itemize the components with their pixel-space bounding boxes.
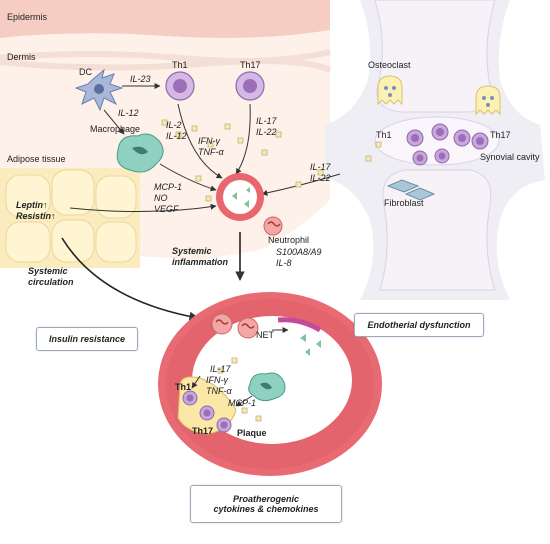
arrow-macrophage-vessel: [159, 163, 217, 192]
dendritic-cell: [74, 68, 124, 112]
dermis-fiber-lines: [0, 49, 332, 73]
il2-label: IL-2: [166, 120, 182, 130]
artery-neutrophils: [211, 313, 259, 339]
proatherogenic-box: Proatherogenic cytokines & chemokines: [190, 485, 342, 523]
leptin-label: Leptin↑: [16, 200, 48, 210]
il12-th1-label: IL-12: [166, 131, 187, 141]
artery-macrophage: [248, 372, 286, 402]
arrow-skin-vessel: [177, 103, 223, 179]
arrow-cytokine-plaque: [191, 375, 201, 389]
small-vessel: [216, 173, 264, 221]
cytokine-dots: [161, 119, 382, 422]
th17-skin-label: Th17: [240, 60, 261, 70]
arrow-th17-vessel: [235, 103, 251, 175]
plaque-label: Plaque: [237, 428, 267, 438]
il17-label: IL-17: [256, 116, 277, 126]
arrow-circulation: [61, 237, 199, 322]
il23-label: IL-23: [130, 74, 151, 84]
il22-joint-label: IL-22: [310, 173, 331, 183]
neutrophil-cell: [263, 216, 283, 236]
endothelial-dysfunction-box: Endotherial dysfunction: [354, 313, 484, 337]
systemic-inflammation-label-2: inflammation: [172, 257, 229, 267]
il17-plaque-label: IL-17: [210, 364, 231, 374]
net-triangles: [300, 334, 321, 356]
arrow-adipose-vessel: [69, 203, 217, 213]
mcp1-label: MCP-1: [154, 182, 183, 192]
vegf-label: VEGF: [154, 204, 179, 214]
fibroblast-cell: [386, 179, 436, 201]
no-label: NO: [154, 193, 168, 203]
joint-th-cells: [406, 123, 489, 166]
il8-label: IL-8: [276, 258, 292, 268]
macrophage-cell: [116, 133, 164, 173]
fibroblast-label: Fibroblast: [384, 198, 424, 208]
il12-dc-label: IL-12: [118, 108, 139, 118]
systemic-circulation-label-1: Systemic: [28, 266, 68, 276]
macrophage-label: Macrophage: [90, 124, 141, 134]
th1-joint-label: Th1: [376, 130, 392, 140]
epidermis-layer: [0, 0, 330, 38]
th1-skin-label: Th1: [172, 60, 188, 70]
resistin-label: Resistin↑: [16, 211, 56, 221]
il22-label: IL-22: [256, 127, 277, 137]
mcp1-plaque-label: MCP-1: [228, 398, 257, 408]
arrow-macrophage-plaque: [235, 395, 253, 407]
s100-label: S100A8/A9: [276, 247, 322, 257]
systemic-circulation-label-2: circulation: [28, 277, 74, 287]
epidermis-label: Epidermis: [7, 12, 48, 22]
ifn-plaque-label: IFN-γ: [206, 375, 228, 385]
adipose-tissue: [0, 168, 140, 268]
proatherogenic-line-1: Proatherogenic: [232, 494, 299, 504]
systemic-inflammation-label-1: Systemic: [172, 246, 212, 256]
th17-plaque-label: Th17: [192, 426, 214, 436]
skin-th-cells: [165, 71, 265, 101]
th17-joint-label: Th17: [490, 130, 511, 140]
ifn-label: IFN-γ: [198, 136, 220, 146]
joint-structure: [325, 0, 545, 300]
arrow-dc-macrophage: [103, 109, 125, 135]
plaque-region: [177, 376, 237, 435]
adipose-label: Adipose tissue: [7, 154, 66, 164]
proatherogenic-line-2: cytokines & chemokines: [213, 504, 319, 514]
osteoclast-cell: [377, 75, 501, 116]
il17-joint-label: IL-17: [310, 162, 331, 172]
insulin-resistance-box: Insulin resistance: [36, 327, 138, 351]
dc-label: DC: [79, 67, 92, 77]
osteoclast-label: Osteoclast: [368, 60, 411, 70]
tnf-plaque-label: TNF-α: [206, 386, 232, 396]
neutrophil-label: Neutrophil: [268, 235, 310, 245]
synovial-label: Synovial cavity: [480, 152, 540, 162]
net-label: NET: [256, 330, 274, 340]
dermis-label: Dermis: [7, 52, 36, 62]
tnf-label: TNF-α: [198, 147, 224, 157]
th1-plaque-label: Th1: [175, 382, 192, 392]
